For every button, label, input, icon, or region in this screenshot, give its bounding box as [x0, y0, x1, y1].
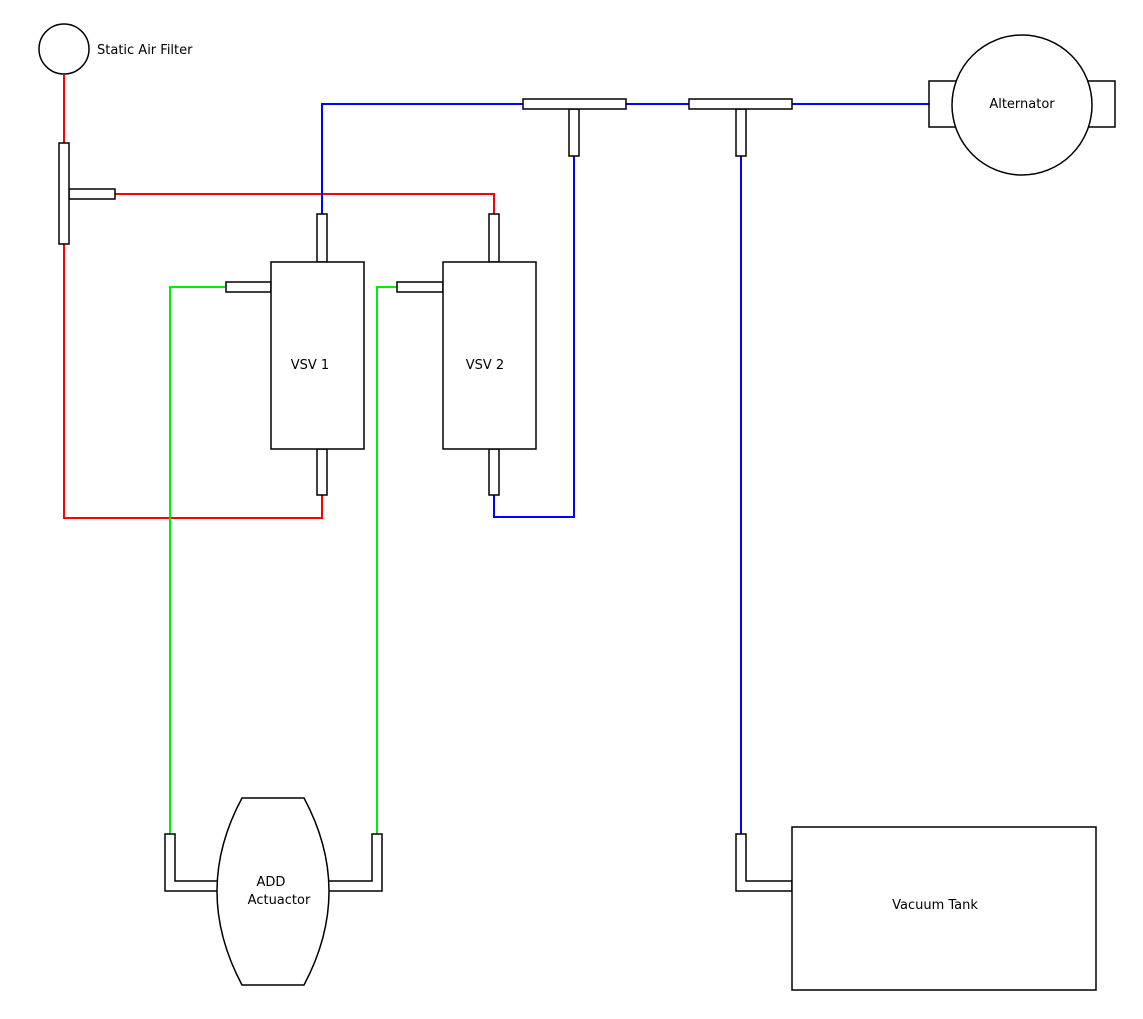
red-hoses: [63, 75, 495, 519]
vacuum-tank: Vacuum Tank: [735, 826, 1097, 991]
static-air-filter-label: Static Air Filter: [97, 43, 193, 58]
vsv1-top-to-tee1-hose: [321, 103, 523, 214]
vsv-1-side-port: [225, 281, 272, 293]
blue-tee-fitting-2: [688, 98, 793, 157]
blue-tee-fitting-1: [522, 98, 627, 157]
tee-to-vsv1-bottom-hose: [63, 244, 323, 519]
static-air-filter-icon: [38, 23, 90, 75]
add-actuator-label-line1: ADD: [257, 875, 286, 890]
blue-tee-1-stem: [568, 108, 580, 157]
vacuum-tank-label: Vacuum Tank: [892, 898, 978, 913]
vsv-1-body: [270, 261, 365, 450]
alternator-right-bracket: [1085, 80, 1116, 128]
vsv-2-top-port: [488, 213, 500, 263]
green-hoses: [169, 286, 397, 834]
blue-hoses: [321, 103, 929, 834]
vsv-2: VSV 2: [396, 213, 537, 496]
vsv-2-bottom-port: [488, 448, 500, 496]
tee-to-vsv2-top-hose: [115, 193, 495, 214]
add-actuator-label-line2: Actuactor: [248, 893, 311, 908]
vsv-1: VSV 1: [225, 213, 365, 496]
blue-tee-2-body: [688, 98, 793, 110]
red-tee-branch: [68, 188, 116, 200]
add-actuator: ADD Actuactor: [164, 797, 383, 986]
vacuum-tank-fitting: [735, 833, 793, 892]
vsv-2-side-port: [396, 281, 444, 293]
vsv2-side-to-actuator-hose: [376, 286, 397, 834]
red-tee-body: [58, 142, 70, 245]
vsv-1-label: VSV 1: [291, 358, 329, 373]
alternator-label: Alternator: [989, 97, 1055, 112]
vsv-1-bottom-port: [316, 448, 328, 496]
vsv-2-label: VSV 2: [466, 358, 504, 373]
blue-tee-2-stem: [735, 108, 747, 157]
add-actuator-body: [216, 797, 330, 986]
alternator-icon: [951, 34, 1093, 176]
vsv-2-body: [442, 261, 537, 450]
blue-tee-1-body: [522, 98, 627, 110]
red-tee-fitting: [58, 142, 116, 245]
add-actuator-left-fitting: [164, 833, 223, 892]
vacuum-tank-body: [791, 826, 1097, 991]
tee1-to-vsv2-bottom-hose: [493, 156, 575, 518]
add-actuator-right-fitting: [326, 833, 383, 892]
vsv1-side-to-actuator-hose: [169, 286, 226, 834]
alternator: Alternator: [928, 34, 1116, 176]
vsv-1-top-port: [316, 213, 328, 263]
static-air-filter: Static Air Filter: [38, 23, 193, 75]
